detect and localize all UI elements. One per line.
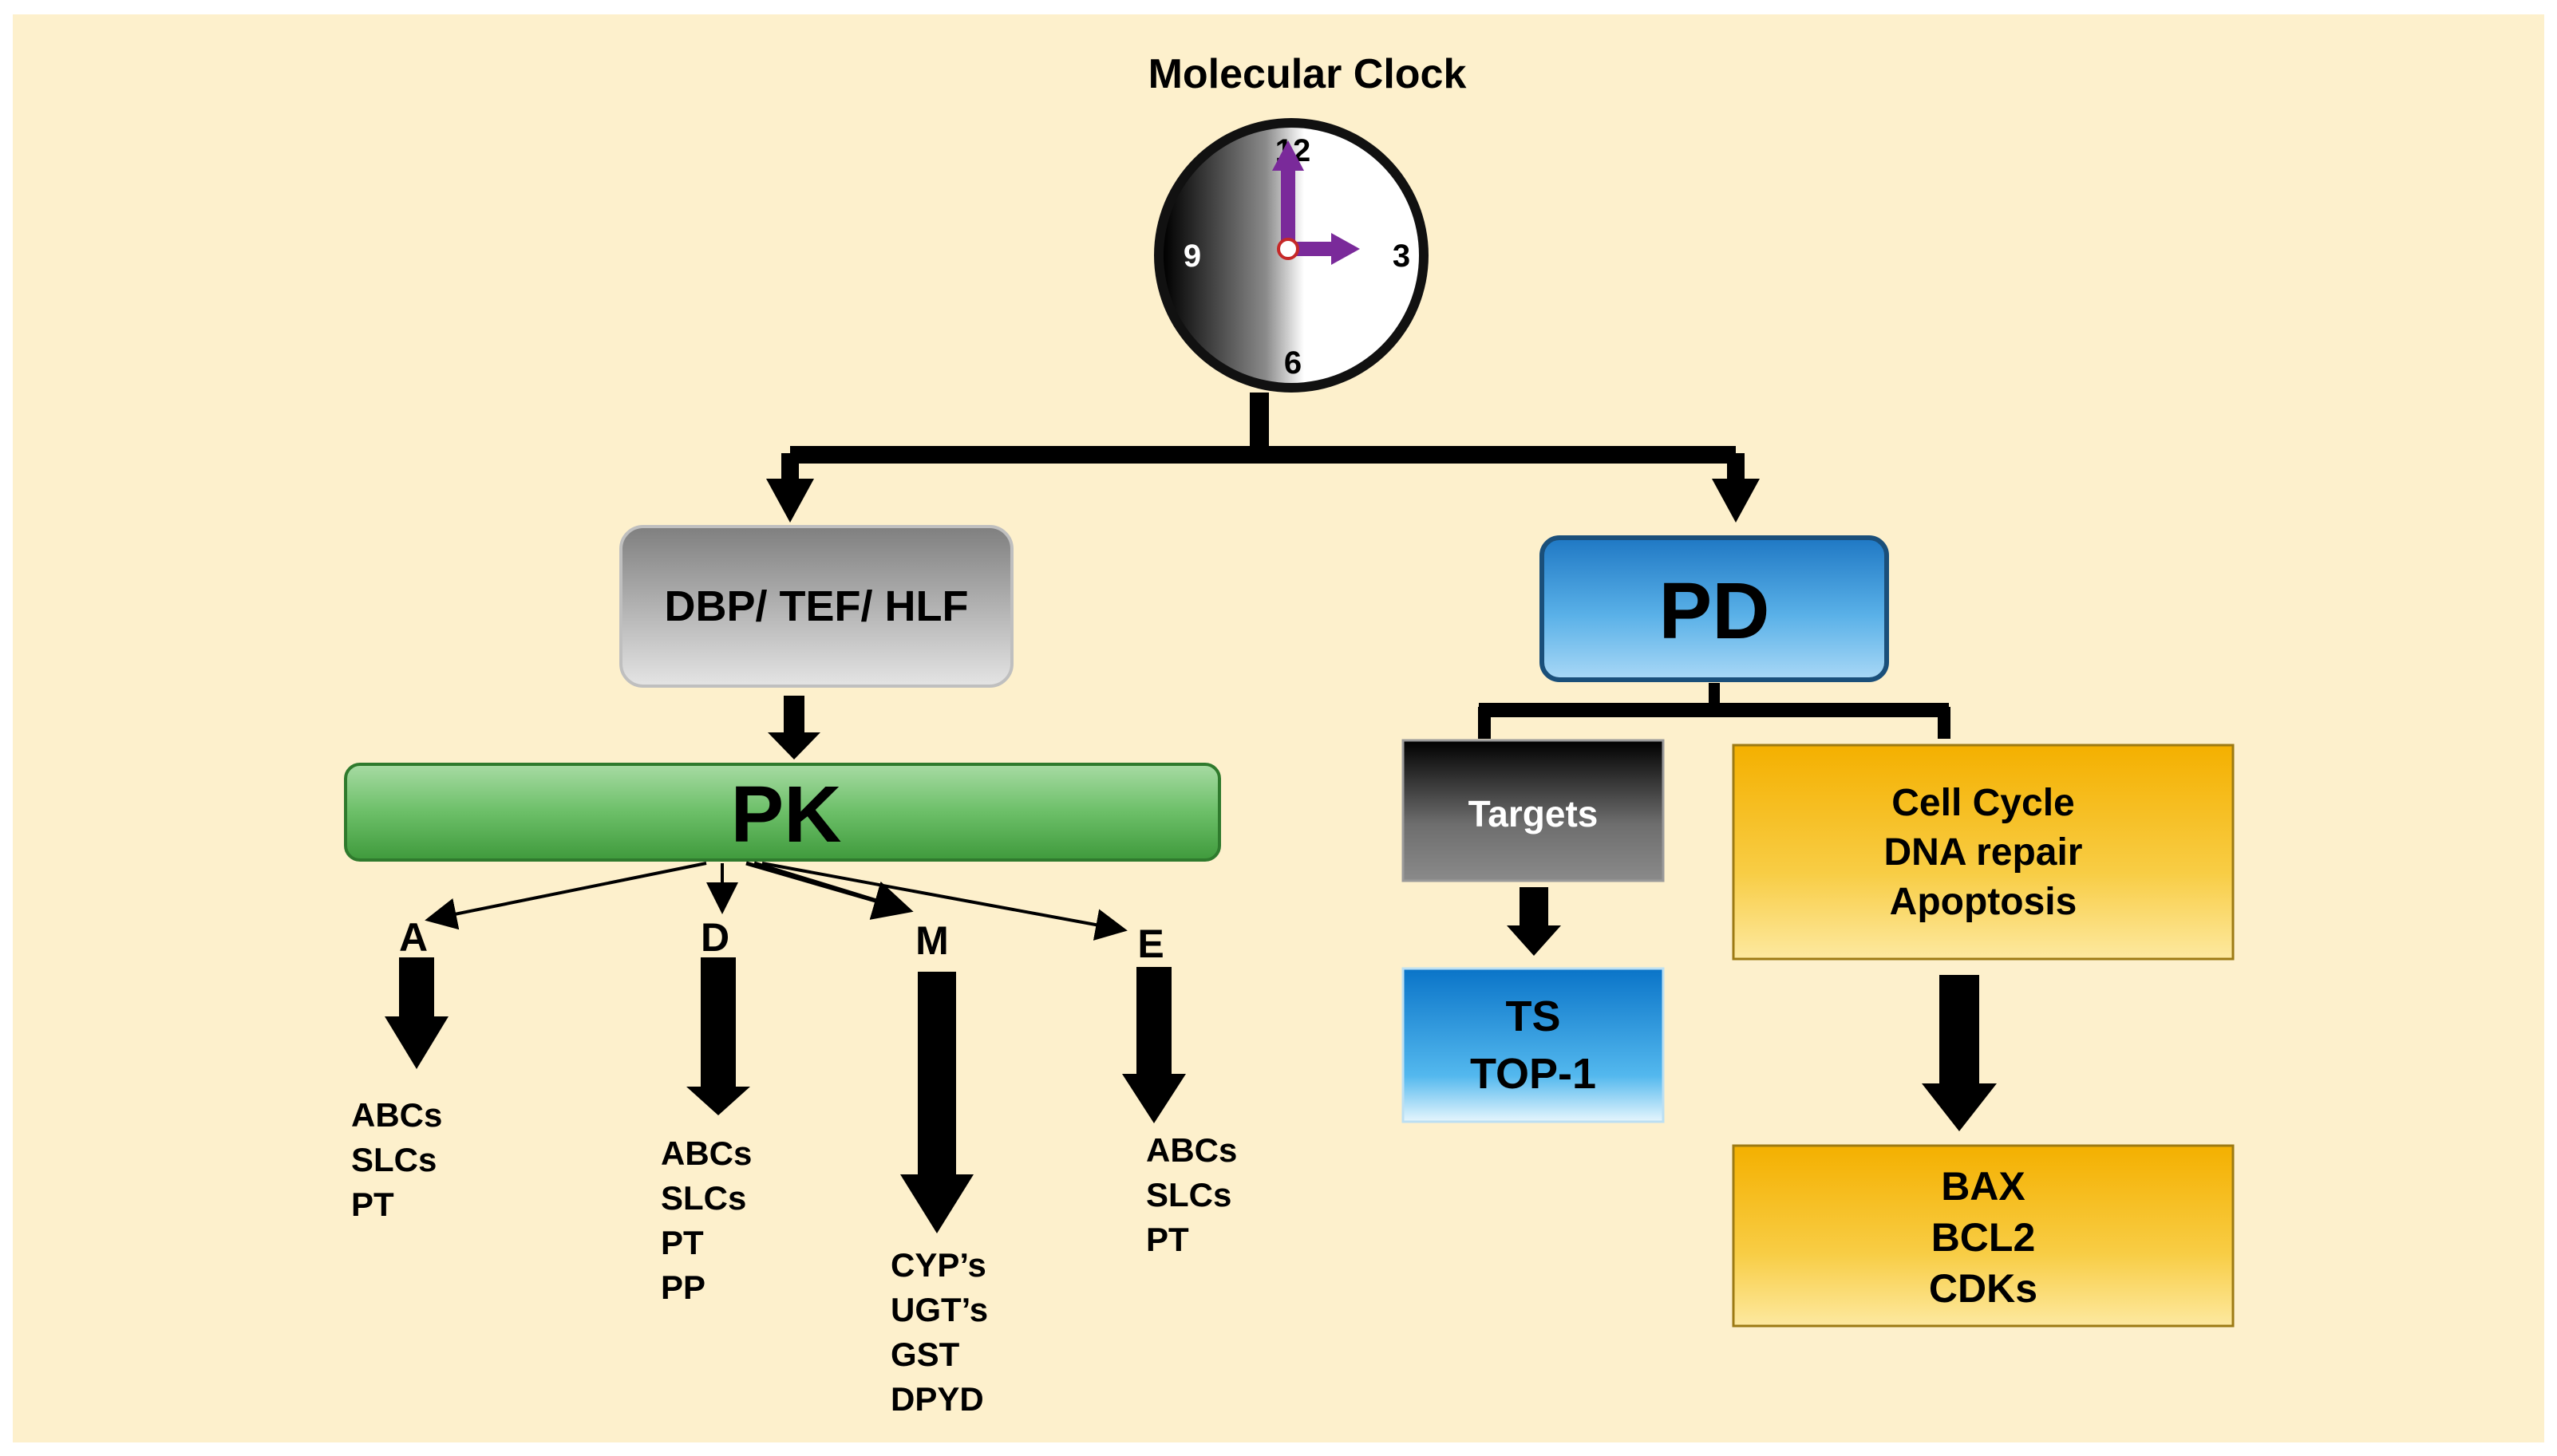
diagram-title: Molecular Clock <box>1148 51 1467 97</box>
branch-e-item: SLCs <box>1146 1176 1231 1213</box>
pd-split-connector <box>1478 683 1950 739</box>
branch-letter-m: M <box>915 918 949 963</box>
cell-cycle-item: DNA repair <box>1884 831 2083 874</box>
branch-e-item: PT <box>1146 1221 1189 1258</box>
bax-item: CDKs <box>1929 1266 2037 1311</box>
branch-m-item: DPYD <box>891 1380 984 1418</box>
branch-letter-d: D <box>701 915 729 960</box>
dbp-to-pk-arrow <box>768 696 820 760</box>
branch-a-arrow <box>385 957 449 1069</box>
targets-to-ts-arrow <box>1507 887 1561 956</box>
clock-icon: 12 3 6 9 <box>1154 118 1429 393</box>
cell-cycle-item: Apoptosis <box>1890 881 2077 923</box>
branch-d-item: PP <box>661 1269 705 1306</box>
branch-m-item: UGT’s <box>891 1291 988 1328</box>
branch-m-item: GST <box>891 1336 960 1373</box>
branch-letter-e: E <box>1137 921 1164 966</box>
cell-cycle-item: Cell Cycle <box>1891 782 2074 824</box>
clock-numeral-6: 6 <box>1284 345 1302 381</box>
branch-a-item: ABCs <box>351 1096 442 1134</box>
ts-top1-box <box>1401 967 1665 1123</box>
targets-label: Targets <box>1468 793 1599 835</box>
branch-e-arrow <box>1122 967 1186 1123</box>
cell-to-bax-arrow <box>1922 975 1997 1131</box>
clock-center-pin <box>1277 238 1299 260</box>
branch-m-arrow <box>900 972 974 1233</box>
branch-d-item: PT <box>661 1224 704 1261</box>
ts-item: TOP-1 <box>1470 1050 1596 1098</box>
branch-a-item: SLCs <box>351 1141 437 1178</box>
clock-split-connector <box>766 393 1760 523</box>
branch-a-item: PT <box>351 1186 394 1223</box>
ts-item: TS <box>1505 992 1560 1040</box>
branch-d-item: ABCs <box>661 1134 752 1172</box>
branch-m-item: CYP’s <box>891 1246 986 1284</box>
pk-fan-arrows <box>425 861 1128 941</box>
branch-letter-a: A <box>399 915 428 960</box>
targets-box <box>1401 739 1665 882</box>
cell-cycle-box <box>1732 744 2235 961</box>
pd-box <box>1539 535 1889 682</box>
pd-label: PD <box>1659 566 1770 656</box>
branch-d-arrow <box>686 957 750 1115</box>
branch-d-item: SLCs <box>661 1179 746 1217</box>
clock-minute-hand-tip <box>1272 140 1304 171</box>
dbp-tef-hlf-box <box>619 525 1014 688</box>
clock-numeral-9: 9 <box>1184 239 1201 274</box>
branch-e-item: ABCs <box>1146 1131 1237 1169</box>
dbp-tef-hlf-label: DBP/ TEF/ HLF <box>665 582 969 630</box>
pk-bar <box>344 763 1221 862</box>
pk-label: PK <box>731 770 842 859</box>
clock-numeral-3: 3 <box>1393 239 1410 274</box>
bax-bcl2-box <box>1732 1144 2235 1328</box>
bax-item: BCL2 <box>1931 1215 2036 1260</box>
bax-item: BAX <box>1941 1164 2025 1209</box>
clock-hour-hand-tip <box>1331 233 1360 265</box>
